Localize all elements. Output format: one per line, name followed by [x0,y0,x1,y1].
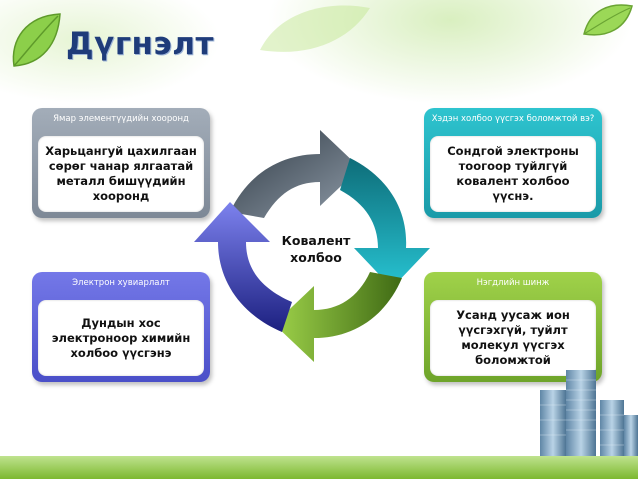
card-bottom-left-body: Дундын хос электроноор химийн холбоо үүс… [38,300,204,376]
card-top-right-header: Хэдэн холбоо үүсгэх боломжтой вэ? [431,114,595,124]
card-top-left-body: Харьцангуй цахилгаан сөрөг чанар ялгаата… [38,136,204,212]
ground-strip [0,456,638,479]
card-bottom-right: Нэгдлийн шинж Усанд уусаж ион үүсгэхгүй,… [424,272,602,382]
card-bottom-right-body: Усанд уусаж ион үүсгэхгүй, туйлт молекул… [430,300,596,376]
center-label: Ковалент холбоо [268,232,364,266]
card-bottom-right-header: Нэгдлийн шинж [476,278,550,288]
leaf-icon [12,13,61,67]
card-top-right: Хэдэн холбоо үүсгэх боломжтой вэ? Сондго… [424,108,602,218]
card-bottom-left: Электрон хувиарлалт Дундын хос электроно… [32,272,210,382]
card-top-right-body: Сондгой электроны тоогоор туйлгүй ковале… [430,136,596,212]
card-top-left: Ямар элементүүдийн хооронд Харьцангуй ца… [32,108,210,218]
building-icon [540,370,638,460]
center-label-line2: холбоо [290,250,342,265]
card-bottom-left-header: Электрон хувиарлалт [72,278,170,288]
center-label-line1: Ковалент [281,233,351,248]
leaf-icon [583,4,633,36]
leaf-icon [260,5,370,52]
cycle-arrows-icon [194,130,430,362]
card-top-left-header: Ямар элементүүдийн хооронд [53,114,189,124]
page-title: Дүгнэлт [66,26,214,62]
